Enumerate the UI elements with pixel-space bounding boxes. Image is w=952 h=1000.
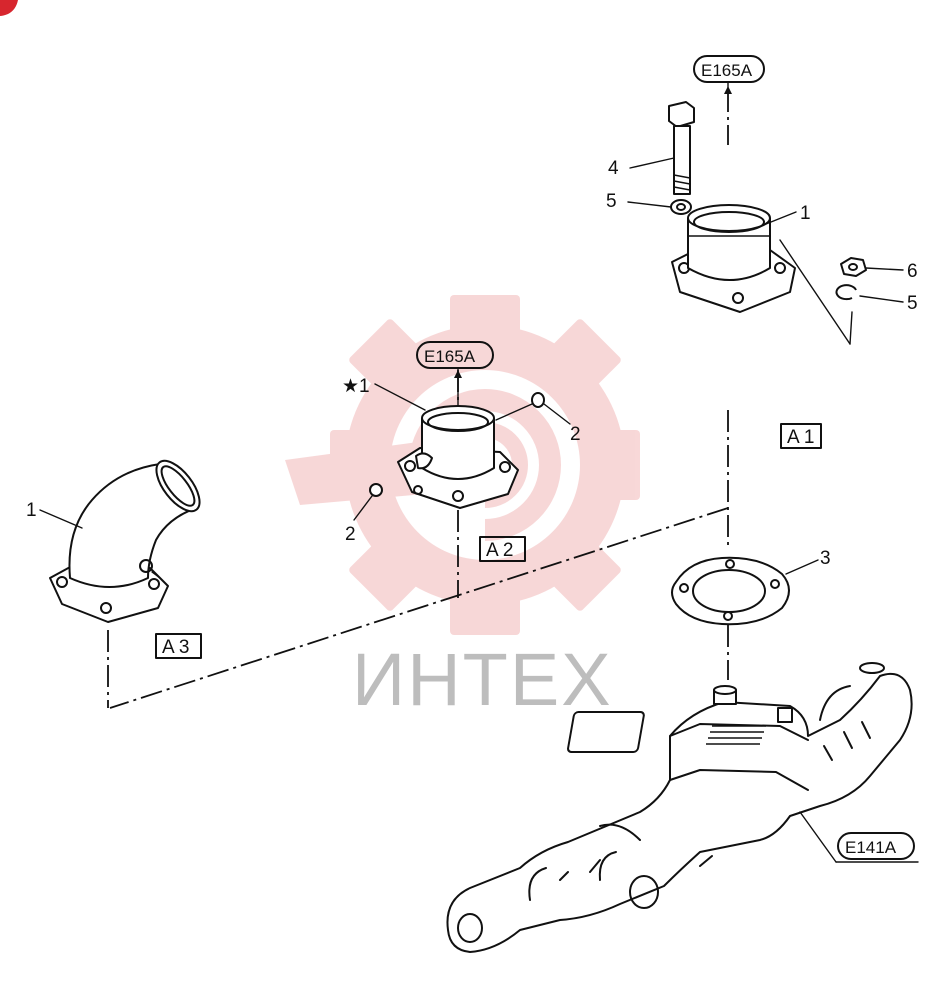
group-a1-label: A 1 bbox=[787, 427, 814, 448]
manifold-reference-label: E141A bbox=[845, 838, 897, 857]
starred-pipe-part bbox=[397, 405, 519, 509]
plug-left-part bbox=[369, 483, 383, 497]
gasket-part: 3 bbox=[671, 548, 831, 626]
top-reference-marker: E165A bbox=[693, 55, 765, 94]
group-box-a1: A 1 bbox=[780, 423, 822, 449]
bolt-part bbox=[668, 101, 695, 195]
callout-right-washer: 5 bbox=[907, 293, 918, 314]
callout-plug-left: 2 bbox=[345, 524, 356, 545]
assembly-center-lines bbox=[107, 90, 729, 709]
group-box-a2: A 2 bbox=[479, 536, 526, 562]
nut-part bbox=[840, 257, 867, 277]
callout-top-washer: 5 bbox=[606, 191, 617, 212]
top-callouts: 4 5 1 6 5 bbox=[606, 157, 918, 345]
callout-top-bolt: 4 bbox=[608, 158, 619, 179]
callout-starred-pipe: ★1 bbox=[342, 376, 370, 397]
callout-elbow: 1 bbox=[26, 500, 37, 521]
top-pipe-part bbox=[671, 204, 796, 313]
callout-top-pipe: 1 bbox=[800, 203, 811, 224]
group-a3-label: A 3 bbox=[162, 637, 189, 658]
watermark-text: ИНТЕХ bbox=[352, 638, 613, 721]
callout-right-nut: 6 bbox=[907, 261, 918, 282]
middle-callouts: ★1 2 2 bbox=[342, 376, 581, 545]
right-washer-part bbox=[835, 284, 857, 301]
elbow-callout: 1 bbox=[26, 500, 83, 529]
washer-part bbox=[670, 199, 692, 215]
exhaust-manifold-part bbox=[446, 662, 913, 953]
group-a2-label: A 2 bbox=[486, 540, 513, 561]
top-reference-label: E165A bbox=[701, 61, 753, 80]
group-box-a3: A 3 bbox=[155, 633, 202, 659]
manifold-grate bbox=[706, 725, 766, 745]
callout-gasket: 3 bbox=[820, 548, 831, 569]
plug-right-part bbox=[531, 392, 545, 408]
callout-plug-right: 2 bbox=[570, 424, 581, 445]
elbow-part bbox=[49, 459, 201, 623]
corner-mark bbox=[0, 0, 18, 16]
middle-reference-label: E165A bbox=[424, 347, 476, 366]
manifold-reference-marker: E141A bbox=[799, 811, 919, 863]
